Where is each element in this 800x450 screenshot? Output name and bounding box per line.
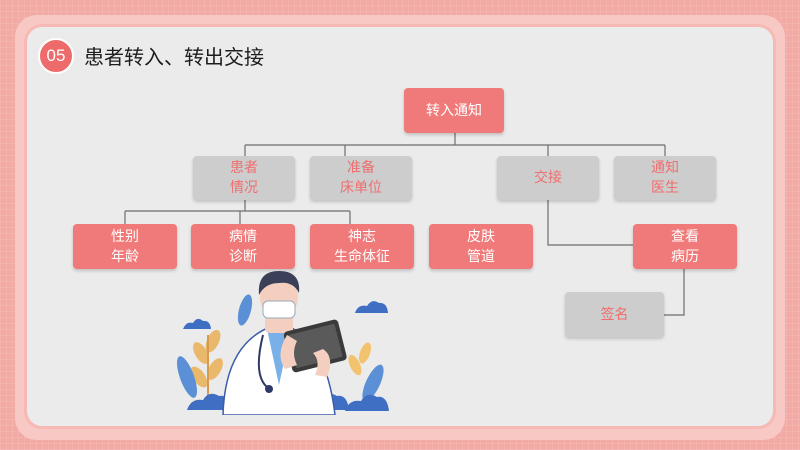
node-patient-condition: 患者 情况 bbox=[193, 156, 295, 200]
node-transfer-notice: 转入通知 bbox=[404, 88, 504, 133]
section-number-badge: 05 bbox=[38, 38, 74, 74]
doctor-illustration bbox=[177, 271, 389, 415]
node-condition-diagnosis: 病情 诊断 bbox=[191, 224, 295, 269]
node-check-records: 查看 病历 bbox=[633, 224, 737, 269]
node-notify-doctor: 通知 医生 bbox=[614, 156, 716, 200]
node-handover: 交接 bbox=[497, 156, 599, 200]
node-skin-tubes: 皮肤 管道 bbox=[429, 224, 533, 269]
leaf-decoration bbox=[190, 329, 223, 388]
node-prepare-bed: 准备 床单位 bbox=[310, 156, 412, 200]
node-consciousness-vitals: 神志 生命体征 bbox=[310, 224, 414, 269]
node-signature: 签名 bbox=[565, 292, 664, 337]
slide-title: 患者转入、转出交接 bbox=[84, 45, 264, 69]
node-gender-age: 性别 年龄 bbox=[73, 224, 177, 269]
